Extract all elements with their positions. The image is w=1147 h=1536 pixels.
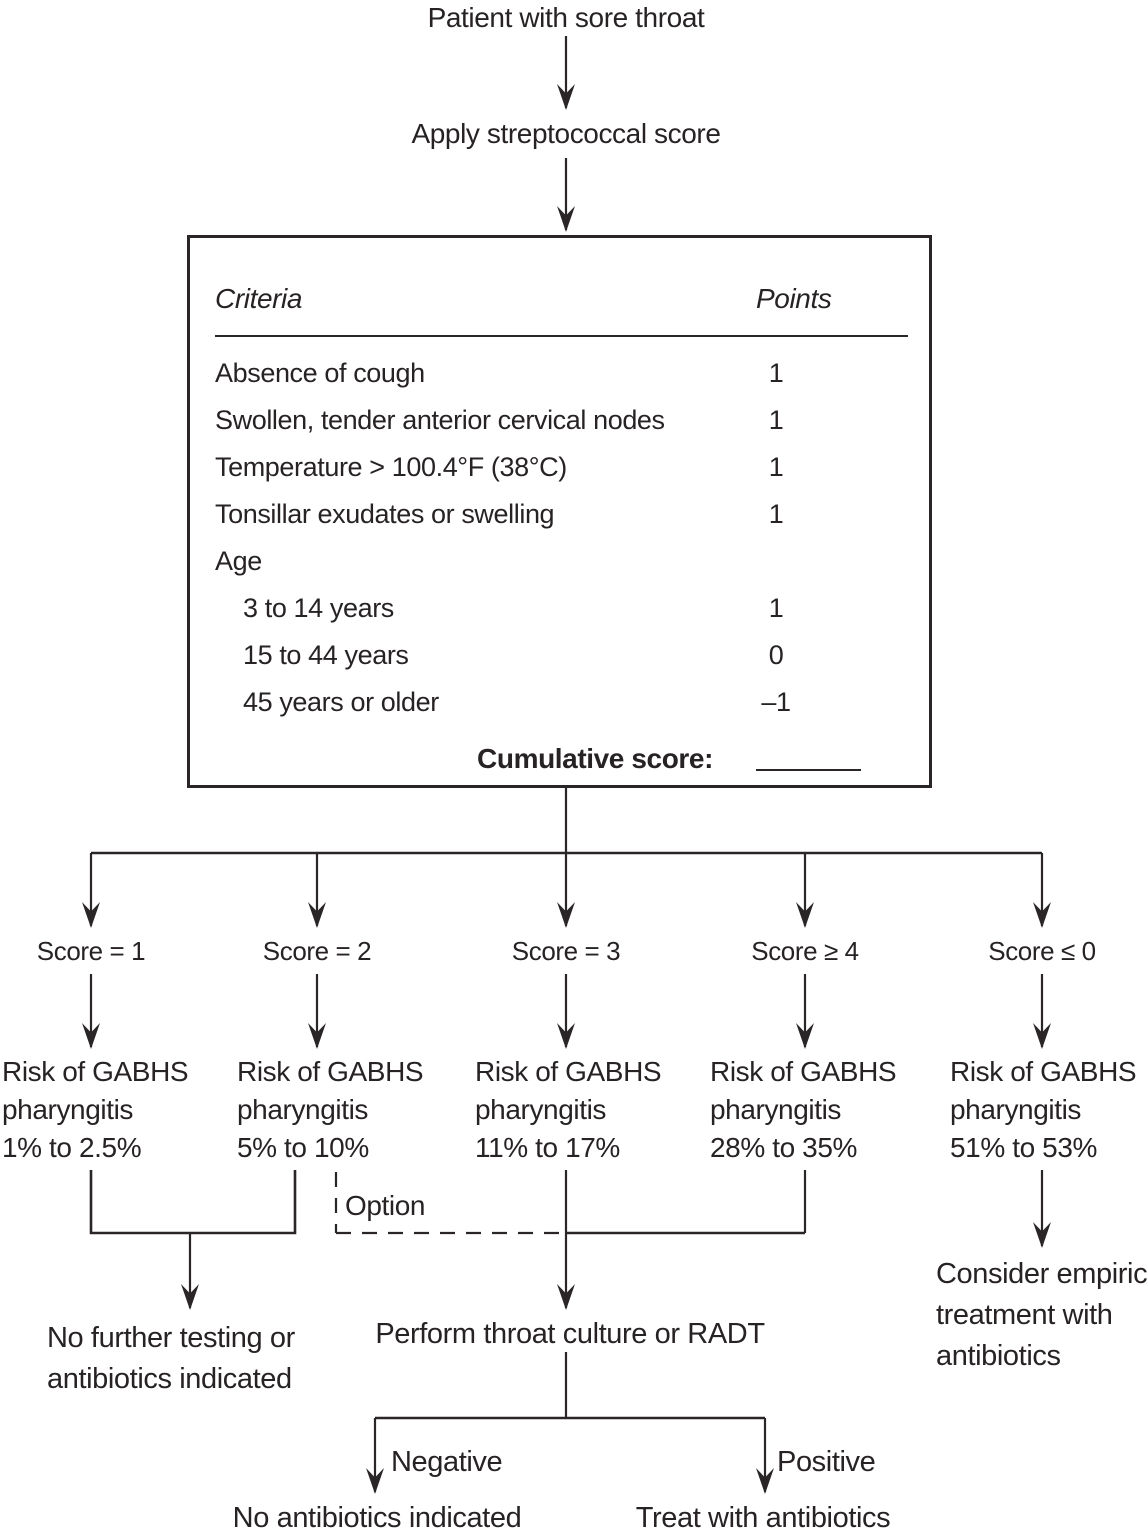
option-label: Option (345, 1190, 426, 1221)
table-row: Tonsillar exudates or swelling 1 (190, 499, 929, 529)
negative-branch-label: Negative (391, 1446, 503, 1478)
positive-branch-label: Positive (777, 1446, 876, 1478)
table-row: Swollen, tender anterior cervical nodes … (190, 405, 929, 435)
table-row: Absence of cough 1 (190, 358, 929, 388)
table-row: 45 years or older –1 (190, 687, 929, 717)
criteria-label: Swollen, tender anterior cervical nodes (215, 405, 665, 435)
risk-line: Risk of GABHS (710, 1056, 897, 1087)
apply-score-node: Apply streptococcal score (411, 118, 721, 149)
criteria-label: Tonsillar exudates or swelling (215, 499, 555, 529)
criteria-label: Age (215, 546, 262, 576)
empiric-line: Consider empiric (936, 1258, 1147, 1290)
risk-line: Risk of GABHS (2, 1056, 189, 1087)
risk-block-score1: Risk of GABHS pharyngitis 1% to 2.5% (2, 1053, 189, 1167)
risk-block-score0: Risk of GABHS pharyngitis 51% to 53% (950, 1053, 1137, 1167)
risk-line: 51% to 53% (950, 1132, 1097, 1163)
table-row: Age (190, 546, 929, 576)
treat-antibiotics-node: Treat with antibiotics (635, 1502, 891, 1534)
risk-block-score2: Risk of GABHS pharyngitis 5% to 10% (237, 1053, 424, 1167)
risk-line: 28% to 35% (710, 1132, 857, 1163)
perform-culture-node: Perform throat culture or RADT (375, 1318, 765, 1350)
risk-line: pharyngitis (237, 1094, 369, 1125)
table-row: Temperature > 100.4°F (38°C) 1 (190, 452, 929, 482)
risk-block-score4: Risk of GABHS pharyngitis 28% to 35% (710, 1053, 897, 1167)
criteria-label: 45 years or older (243, 687, 439, 717)
risk-line: pharyngitis (475, 1094, 607, 1125)
empiric-line: treatment with (936, 1299, 1113, 1331)
risk-line: 1% to 2.5% (2, 1132, 142, 1163)
no-testing-line: antibiotics indicated (47, 1363, 292, 1395)
criteria-label: 15 to 44 years (243, 640, 409, 670)
risk-line: pharyngitis (710, 1094, 842, 1125)
points-value: 1 (768, 358, 784, 388)
empiric-treatment-node: Consider empiric treatment with antibiot… (936, 1254, 1147, 1377)
score-3-label: Score = 3 (511, 936, 621, 966)
risk-line: Risk of GABHS (237, 1056, 424, 1087)
risk-line: Risk of GABHS (475, 1056, 662, 1087)
risk-line: Risk of GABHS (950, 1056, 1137, 1087)
points-value: 1 (768, 499, 784, 529)
empiric-line: antibiotics (936, 1340, 1061, 1372)
score-0-label: Score ≤ 0 (988, 936, 1096, 966)
no-testing-node: No further testing or antibiotics indica… (47, 1318, 295, 1400)
score-4-label: Score ≥ 4 (751, 936, 859, 966)
risk-line: 5% to 10% (237, 1132, 369, 1163)
score-table-box: Criteria Points Absence of cough 1 Swoll… (187, 235, 932, 788)
table-row: 3 to 14 years 1 (190, 593, 929, 623)
risk-line: pharyngitis (2, 1094, 134, 1125)
score-2-label: Score = 2 (262, 936, 372, 966)
risk-line: 11% to 17% (475, 1132, 620, 1163)
bracket-score1-2 (89, 1170, 297, 1235)
cumulative-score-blank (756, 769, 861, 771)
criteria-label: Absence of cough (215, 358, 425, 388)
score-1-label: Score = 1 (36, 936, 146, 966)
points-value: 0 (768, 640, 784, 670)
points-value: –1 (761, 687, 791, 717)
risk-line: pharyngitis (950, 1094, 1082, 1125)
risk-block-score3: Risk of GABHS pharyngitis 11% to 17% (475, 1053, 662, 1167)
start-node: Patient with sore throat (427, 2, 705, 33)
table-row: 15 to 44 years 0 (190, 640, 929, 670)
criteria-column-header: Criteria (215, 283, 303, 314)
criteria-label: 3 to 14 years (243, 593, 394, 623)
cumulative-score-label: Cumulative score: (477, 743, 713, 774)
points-value: 1 (768, 405, 784, 435)
no-antibiotics-node: No antibiotics indicated (232, 1502, 522, 1534)
points-value: 1 (768, 593, 784, 623)
points-value: 1 (768, 452, 784, 482)
points-column-header: Points (756, 283, 832, 314)
criteria-label: Temperature > 100.4°F (38°C) (215, 452, 567, 482)
no-testing-line: No further testing or (47, 1322, 295, 1354)
table-header-rule (215, 335, 908, 337)
